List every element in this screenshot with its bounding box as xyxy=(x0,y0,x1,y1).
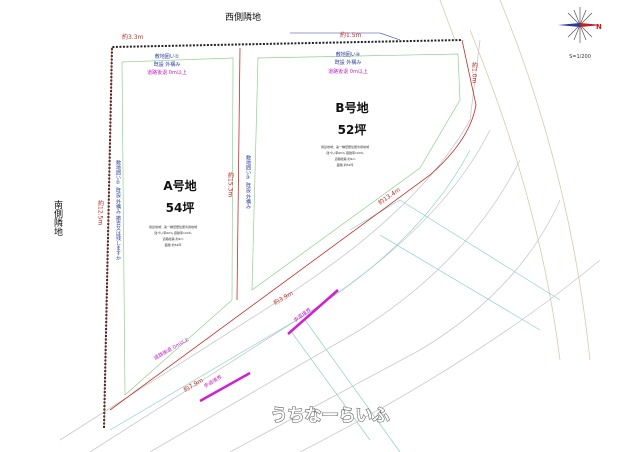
lot-a-existing-label: 既設 外構み xyxy=(154,61,181,68)
lot-lines xyxy=(103,39,477,429)
lot-a-vertical-note: 敷地囲い② 既設 外構み 撤去又は残しますか xyxy=(115,159,121,262)
sidewalk-label-2: 歩道境界 xyxy=(292,306,312,323)
lot-a-note: 面積 約54坪 xyxy=(165,242,182,247)
lot-b-existing-label: 既設 外構み xyxy=(335,59,362,66)
dim-road-a: 約7.9m xyxy=(182,376,205,394)
lot-b-note: 用途地域：第一種低層住居専用地域 xyxy=(321,144,369,149)
lot-a-fence-label: 敷地囲い① xyxy=(155,53,180,60)
lot-b-area: 52坪 xyxy=(338,123,367,137)
lot-b-note: 道路幅員 約4m xyxy=(335,156,356,161)
lot-b-note: 面積 約52坪 xyxy=(337,162,354,167)
road-setback-label: 道路後退 0m以上 xyxy=(153,336,191,362)
dim-road-mid: 約3.9m xyxy=(272,289,295,307)
lot-b-fence-label: 敷地囲い④ xyxy=(336,51,361,58)
dim-top-b: 約1.5m xyxy=(340,31,362,39)
lot-a-name: A号地 xyxy=(163,178,196,193)
watermark: うちなーらいふ xyxy=(271,406,390,426)
lot-b-vertical-note: 敷地囲い③ 既設 外構み xyxy=(245,154,251,210)
lot-a-area: 54坪 xyxy=(166,201,195,215)
sidewalk-label-1: 歩道境界 xyxy=(203,374,224,390)
leader-line xyxy=(290,32,401,41)
lot-a-note: 建ぺい率60％ 容積率100％ xyxy=(154,230,192,235)
sidewalk-highlight-2 xyxy=(287,289,339,335)
compass-icon xyxy=(558,7,602,43)
lot-b-setback-label: 道路後退 0m以上 xyxy=(328,68,368,75)
dim-divider: 約15.3m xyxy=(227,171,234,197)
dim-road-b: 約13.4m xyxy=(377,186,402,207)
dim-right: 約1.0m xyxy=(471,61,478,83)
sidewalk-highlight-1 xyxy=(199,371,251,403)
dim-left: 約12.5m xyxy=(97,199,104,225)
lot-b-note: 建ぺい率60％ 容積率100％ xyxy=(326,150,364,155)
compass-north-label: N xyxy=(596,23,602,31)
lot-a-note: 道路幅員 約4m xyxy=(163,236,184,241)
lot-a-setback-label: 道路後退 0m以上 xyxy=(147,69,187,76)
dim-top-a: 約3.3m xyxy=(122,33,144,41)
inner-boundaries xyxy=(121,53,461,396)
south-neighbor-label: 南側隣地 xyxy=(52,199,63,236)
lot-b-name: B号地 xyxy=(335,100,368,115)
west-neighbor-label: 西側隣地 xyxy=(225,11,261,23)
lot-a-note: 用途地域：第一種低層住居専用地域 xyxy=(149,224,197,229)
scale-label: S=1/200 xyxy=(569,54,591,60)
